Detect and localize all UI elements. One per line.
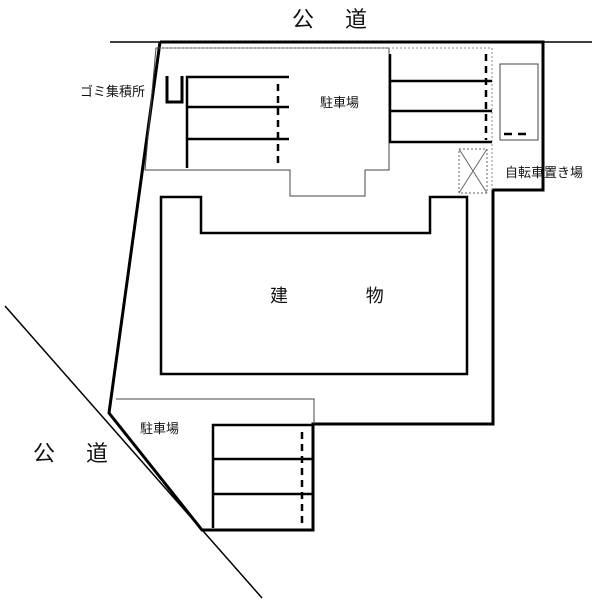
parking-stall	[211, 423, 314, 528]
building-outline	[159, 195, 469, 376]
bicycle-parking-cross	[458, 148, 488, 194]
road-bottom-left-line	[4, 305, 263, 599]
parking-stalls-south	[211, 423, 314, 528]
parking-south-area	[116, 398, 315, 424]
parking-stalls-north-east	[388, 54, 492, 144]
parking-stall	[388, 54, 492, 144]
bicycle-parking-area	[458, 148, 488, 194]
parking-north-area	[144, 47, 390, 197]
parking-south-label: 駐車場	[140, 422, 180, 437]
building-label: 建 物	[270, 286, 420, 307]
road-label-bottom-left: 公 道	[33, 442, 120, 467]
parking-stalls-north-west	[185, 75, 289, 168]
bicycle-parking-label: 自転車置き場	[505, 166, 584, 181]
parking-stall	[185, 75, 289, 168]
garbage-bin	[165, 76, 184, 104]
garbage-area-label: ゴミ集積所	[80, 85, 146, 100]
parking-north-label: 駐車場	[320, 96, 360, 111]
parking-stall-corner	[499, 63, 539, 141]
road-label-top: 公 道	[292, 8, 379, 33]
property-boundary	[107, 40, 545, 532]
